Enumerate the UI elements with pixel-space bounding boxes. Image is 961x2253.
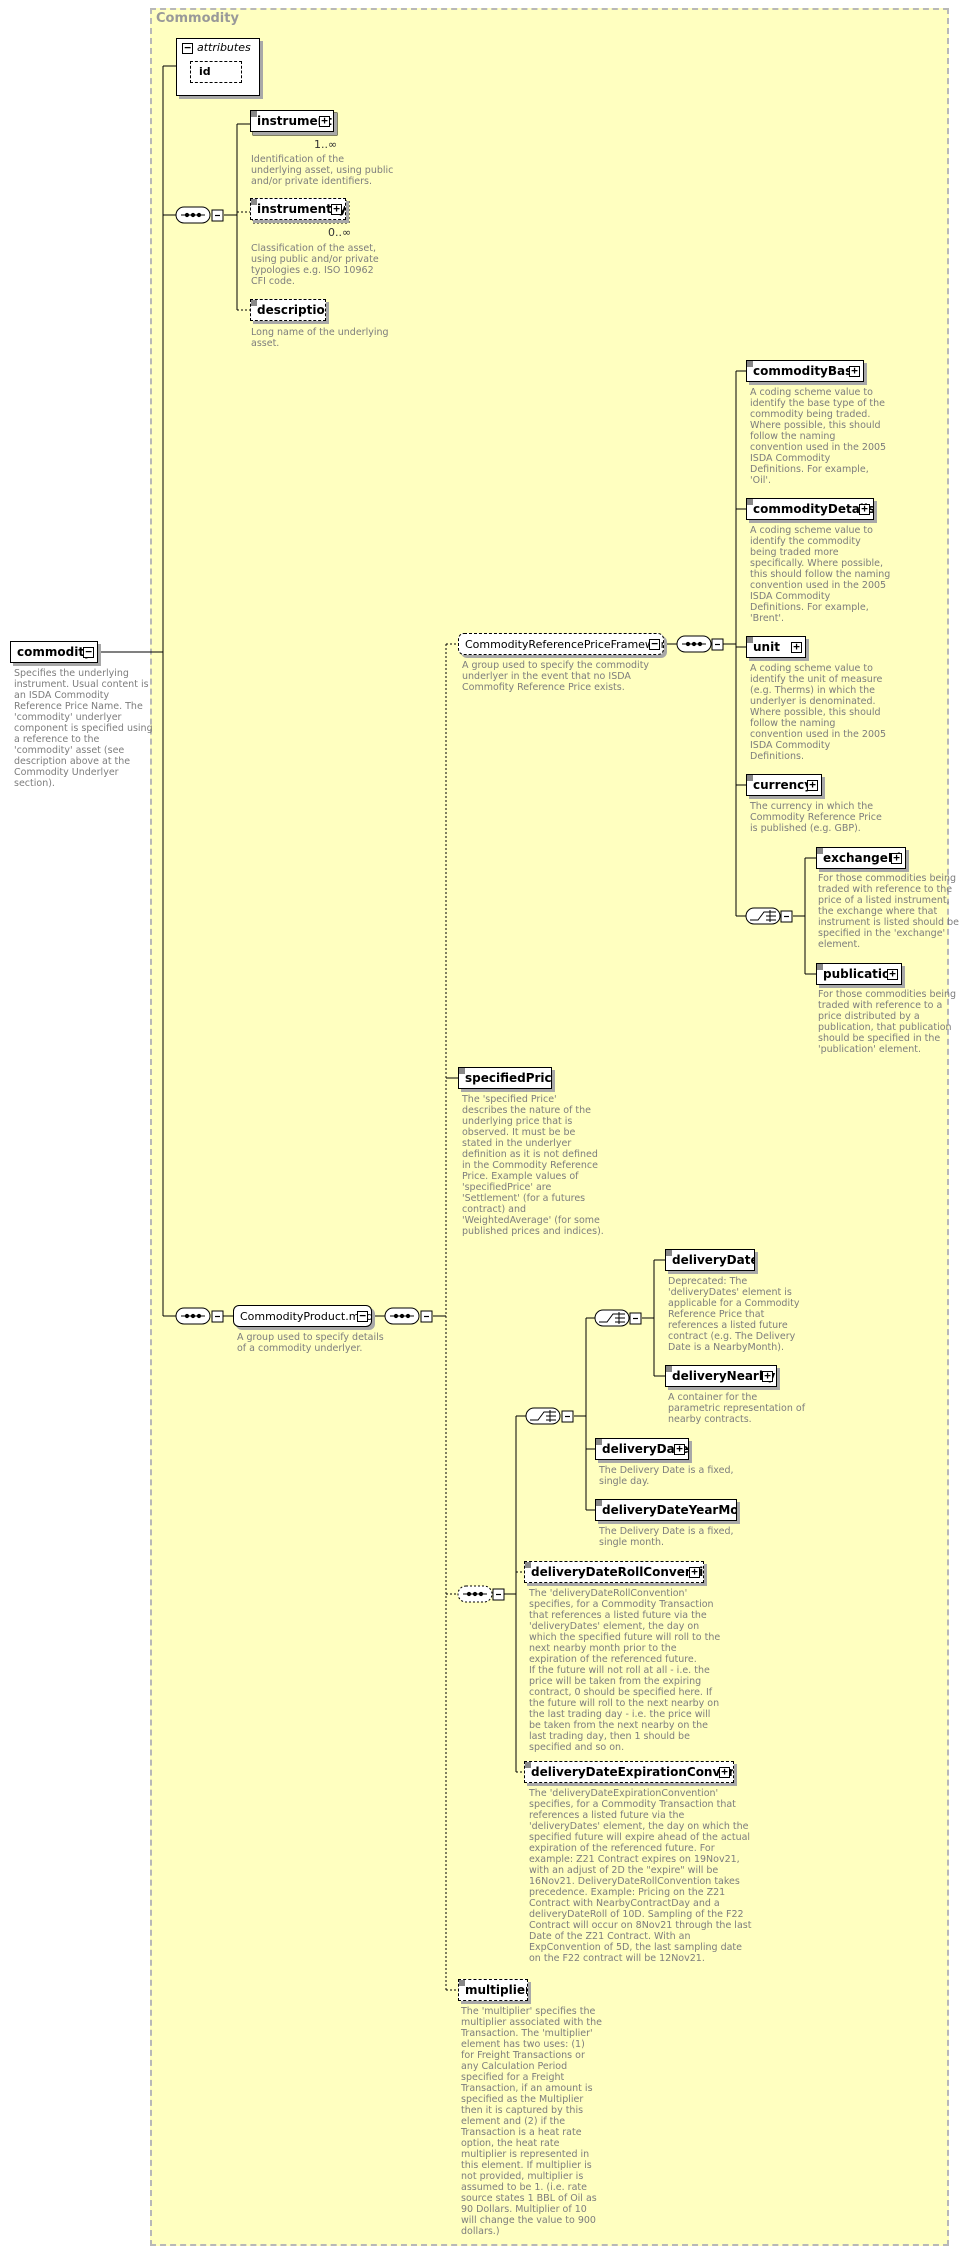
- group-commodityReferencePriceFramework[interactable]: CommodityReferencePriceFramewor... −: [458, 633, 664, 655]
- type-marker-icon: [251, 111, 257, 117]
- element-deliveryDateRollConvention[interactable]: deliveryDateRollConvention +: [524, 1561, 704, 1583]
- element-label: deliveryDates: [672, 1253, 754, 1267]
- element-label: deliveryDateRollConvention: [531, 1565, 704, 1579]
- expand-icon[interactable]: +: [689, 1566, 700, 1578]
- element-commodityDetails[interactable]: commodityDetails +: [746, 498, 874, 520]
- element-multiplier[interactable]: multiplier: [458, 1979, 528, 2001]
- doc-specifiedPrice: The 'specified Price' describes the natu…: [462, 1094, 604, 1237]
- element-deliveryDateExpirationConvention[interactable]: deliveryDateExpirationConventi... +: [524, 1761, 734, 1783]
- element-description[interactable]: description: [250, 299, 326, 321]
- collapse-icon[interactable]: −: [649, 638, 660, 650]
- doc-commodityProductModel: A group used to specify details of a com…: [237, 1332, 384, 1354]
- element-deliveryDates[interactable]: deliveryDates: [665, 1249, 755, 1271]
- panel-title: Commodity: [156, 11, 239, 26]
- element-instrumentId[interactable]: instrumentId +: [250, 110, 334, 132]
- type-marker-icon: [747, 499, 753, 505]
- doc-deliveryDates: Deprecated: The 'deliveryDates' element …: [668, 1276, 800, 1353]
- doc-multiplier: The 'multiplier' specifies the multiplie…: [461, 2006, 602, 2237]
- element-specifiedPrice[interactable]: specifiedPrice: [458, 1067, 552, 1089]
- type-marker-icon: [251, 300, 257, 306]
- type-marker-icon: [459, 1068, 465, 1074]
- collapse-icon[interactable]: −: [357, 1310, 368, 1322]
- element-label: instrumentType: [257, 202, 346, 216]
- element-label: deliveryDate: [602, 1442, 689, 1456]
- element-label: commodityBase: [753, 364, 861, 378]
- attributes-box: − attributes id: [176, 38, 260, 96]
- element-deliveryDate[interactable]: deliveryDate +: [595, 1438, 689, 1460]
- element-label: commodityDetails: [753, 502, 874, 516]
- expand-icon[interactable]: +: [319, 115, 330, 127]
- element-label: publication: [823, 967, 899, 981]
- doc-crpf: A group used to specify the commodity un…: [462, 660, 650, 693]
- type-marker-icon: [251, 199, 257, 205]
- doc-description: Long name of the underlying asset.: [251, 327, 389, 349]
- type-marker-icon: [596, 1500, 602, 1506]
- element-label: exchangeId: [823, 851, 901, 865]
- element-label: unit: [753, 640, 780, 654]
- type-marker-icon: [459, 1980, 465, 1986]
- element-currency[interactable]: currency +: [746, 774, 822, 796]
- element-label: specifiedPrice: [465, 1071, 552, 1085]
- doc-instrumentType: Classification of the asset, using publi…: [251, 243, 379, 287]
- type-marker-icon: [596, 1439, 602, 1445]
- cardinality-instrumentId: 1..∞: [314, 138, 338, 151]
- type-marker-icon: [525, 1762, 531, 1768]
- type-marker-icon: [747, 637, 753, 643]
- doc-instrumentId: Identification of the underlying asset, …: [251, 154, 394, 187]
- doc-deliveryDate: The Delivery Date is a fixed, single day…: [599, 1465, 734, 1487]
- expand-icon[interactable]: +: [791, 641, 802, 653]
- expand-icon[interactable]: +: [762, 1370, 773, 1382]
- element-unit[interactable]: unit +: [746, 636, 806, 658]
- group-label: CommodityProduct.model: [240, 1309, 372, 1323]
- element-deliveryNearby[interactable]: deliveryNearby +: [665, 1365, 777, 1387]
- doc-deliveryDateExpirationConvention: The 'deliveryDateExpirationConvention' s…: [529, 1788, 752, 1964]
- doc-deliveryDateRollConvention: The 'deliveryDateRollConvention' specifi…: [529, 1588, 721, 1753]
- attribute-id[interactable]: id: [190, 61, 242, 83]
- element-commodity[interactable]: commodity −: [10, 641, 98, 663]
- expand-icon[interactable]: +: [859, 503, 870, 515]
- doc-currency: The currency in which the Commodity Refe…: [750, 801, 882, 834]
- doc-deliveryNearby: A container for the parametric represent…: [668, 1392, 806, 1425]
- doc-exchangeId: For those commodities being traded with …: [818, 873, 959, 950]
- element-deliveryDateYearMonth[interactable]: deliveryDateYearMonth: [595, 1499, 737, 1521]
- expand-icon[interactable]: +: [331, 203, 342, 215]
- expand-icon[interactable]: +: [891, 852, 902, 864]
- type-marker-icon: [525, 1562, 531, 1568]
- expand-icon[interactable]: +: [849, 365, 860, 377]
- type-marker-icon: [666, 1250, 672, 1256]
- element-label: multiplier: [465, 1983, 528, 1997]
- doc-deliveryDateYearMonth: The Delivery Date is a fixed, single mon…: [599, 1526, 734, 1548]
- type-marker-icon: [666, 1366, 672, 1372]
- collapse-icon[interactable]: −: [83, 646, 94, 658]
- element-label: currency: [753, 778, 813, 792]
- expand-icon[interactable]: +: [807, 779, 818, 791]
- doc-commodityDetails: A coding scheme value to identify the co…: [750, 525, 891, 624]
- cardinality-instrumentType: 0..∞: [328, 226, 352, 239]
- element-exchangeId[interactable]: exchangeId +: [816, 847, 906, 869]
- expand-icon[interactable]: +: [719, 1766, 730, 1778]
- attributes-label: attributes: [197, 41, 251, 54]
- element-commodityBase[interactable]: commodityBase +: [746, 360, 864, 382]
- type-marker-icon: [747, 775, 753, 781]
- element-instrumentType[interactable]: instrumentType +: [250, 198, 346, 220]
- doc-unit: A coding scheme value to identify the un…: [750, 663, 887, 762]
- element-label: commodity: [17, 645, 92, 659]
- collapse-icon[interactable]: −: [182, 42, 193, 54]
- doc-commodityBase: A coding scheme value to identify the ba…: [750, 387, 887, 486]
- group-commodityProductModel[interactable]: CommodityProduct.model −: [233, 1305, 372, 1327]
- type-marker-icon: [817, 848, 823, 854]
- type-marker-icon: [747, 361, 753, 367]
- doc-publication: For those commodities being traded with …: [818, 989, 957, 1055]
- group-label: CommodityReferencePriceFramewor...: [465, 637, 664, 651]
- element-label: description: [257, 303, 326, 317]
- element-publication[interactable]: publication +: [816, 963, 902, 985]
- expand-icon[interactable]: +: [674, 1443, 685, 1455]
- type-marker-icon: [817, 964, 823, 970]
- element-label: deliveryNearby: [672, 1369, 776, 1383]
- element-label: instrumentId: [257, 114, 333, 128]
- doc-commodity: Specifies the underlying instrument. Usu…: [14, 668, 153, 789]
- element-label: deliveryDateExpirationConventi...: [531, 1765, 733, 1779]
- expand-icon[interactable]: +: [887, 968, 898, 980]
- element-label: deliveryDateYearMonth: [602, 1503, 737, 1517]
